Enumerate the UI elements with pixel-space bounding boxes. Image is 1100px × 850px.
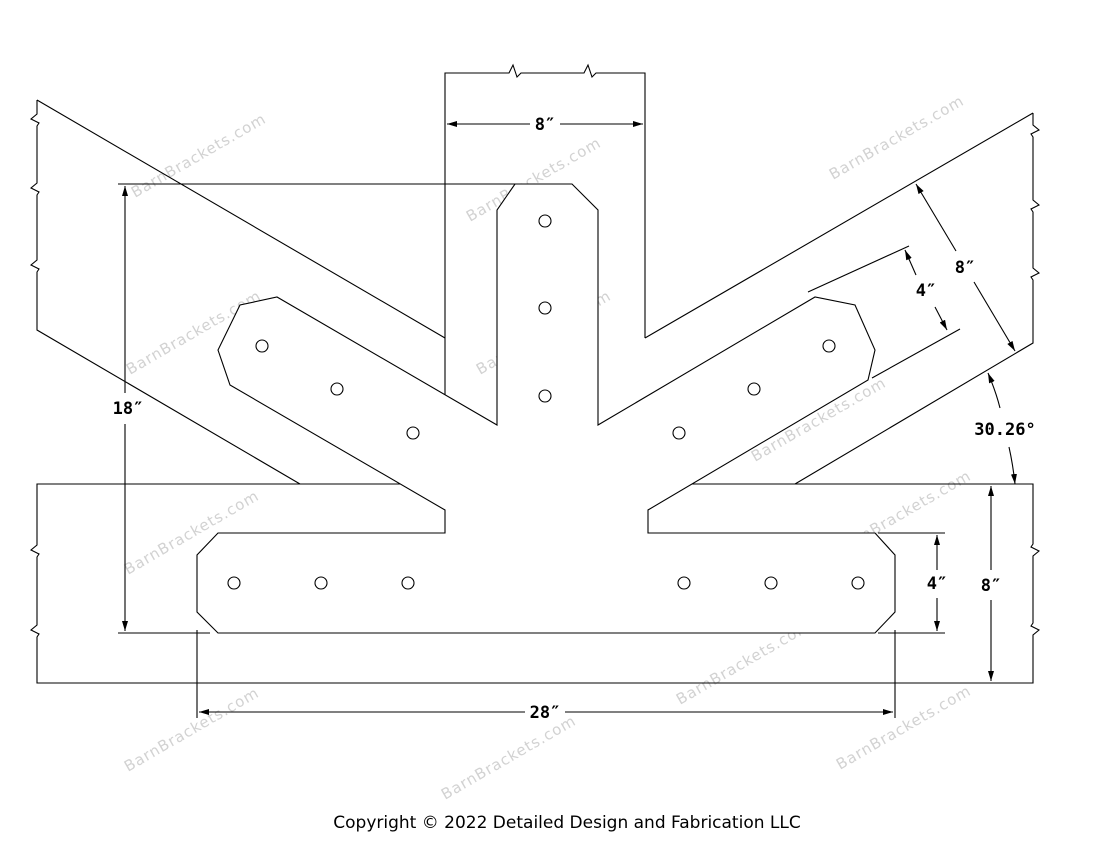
dim-label: 8″ — [535, 115, 555, 135]
watermark: BarnBrackets.com — [128, 110, 269, 202]
dim-beam-strap: 4″ — [878, 532, 947, 634]
dim-overall-width: 28″ — [196, 630, 896, 723]
bolt-holes — [227, 214, 865, 590]
dim-label: 8″ — [981, 576, 1001, 596]
bolt-hole — [314, 576, 328, 590]
dim-label: 8″ — [955, 258, 975, 278]
bolt-hole — [538, 301, 552, 315]
dim-label: 4″ — [916, 281, 936, 301]
watermark: BarnBrackets.com — [826, 92, 967, 184]
dim-post-width: 8″ — [447, 115, 643, 135]
bolt-hole — [255, 339, 269, 353]
bolt-hole — [538, 389, 552, 403]
left-rafter — [30, 99, 446, 485]
dim-label: 4″ — [927, 574, 947, 594]
right-rafter — [644, 112, 1040, 485]
beam — [30, 483, 1040, 684]
bolt-hole — [672, 426, 686, 440]
watermark: BarnBrackets.com — [833, 682, 974, 774]
bolt-hole — [677, 576, 691, 590]
bolt-hole — [330, 382, 344, 396]
dim-rafter-angle: 30.26° — [974, 372, 1036, 485]
bolt-hole — [227, 576, 241, 590]
bolt-hole — [764, 576, 778, 590]
dim-rafter-width: 8″ — [915, 183, 1016, 352]
bracket-plate — [196, 183, 896, 634]
dim-overall-height: 18″ — [113, 183, 515, 634]
dim-beam-height: 8″ — [981, 486, 1001, 681]
bolt-hole — [822, 339, 836, 353]
watermark: BarnBrackets.com — [121, 684, 262, 776]
dim-label: 18″ — [113, 399, 144, 419]
bolt-hole — [538, 214, 552, 228]
copyright-text: Copyright © 2022 Detailed Design and Fab… — [333, 813, 800, 833]
watermark: BarnBrackets.com — [438, 712, 579, 804]
dim-label: 30.26° — [974, 420, 1035, 440]
post — [444, 63, 646, 398]
bolt-hole — [401, 576, 415, 590]
dim-rafter-strap: 4″ — [807, 245, 961, 379]
bolt-hole — [747, 382, 761, 396]
dim-label: 28″ — [530, 703, 561, 723]
bolt-hole — [406, 426, 420, 440]
bolt-hole — [851, 576, 865, 590]
